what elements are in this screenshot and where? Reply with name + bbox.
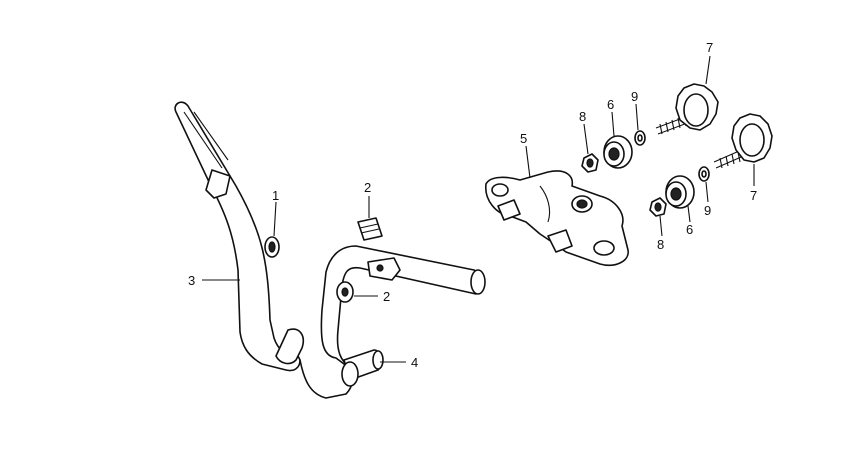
callout-5: 5	[520, 131, 527, 146]
handlebar	[174, 101, 486, 399]
plug-2-lower	[336, 281, 354, 303]
callout-6-lower: 6	[686, 222, 693, 237]
leader-lines	[202, 55, 755, 363]
callout-9-lower: 9	[704, 203, 711, 218]
nut-8-upper	[581, 153, 599, 173]
callout-2-upper: 2	[364, 180, 371, 195]
handlebar-holder	[485, 170, 629, 266]
callout-8-upper: 8	[579, 109, 586, 124]
callouts: 1 2 2 3 4 5 8 6 9 7 7 9 6 8	[188, 40, 757, 370]
nut-8-lower	[649, 197, 667, 217]
callout-8-lower: 8	[657, 237, 664, 252]
callout-2-lower: 2	[383, 289, 390, 304]
plug-2-upper	[357, 217, 383, 241]
knob-bolt-lower	[713, 113, 773, 169]
callout-4: 4	[411, 355, 418, 370]
callout-9-upper: 9	[631, 89, 638, 104]
grommet-1	[264, 236, 280, 258]
bushing-6-upper	[603, 135, 633, 169]
callout-7-upper: 7	[706, 40, 713, 55]
callout-3: 3	[188, 273, 195, 288]
callout-7-lower: 7	[750, 188, 757, 203]
bushing-6-lower	[665, 175, 695, 209]
callout-6-upper: 6	[607, 97, 614, 112]
washer-9-upper	[634, 130, 646, 146]
washer-9-lower	[698, 166, 710, 182]
knob-bolt-upper	[655, 83, 719, 135]
callout-1: 1	[272, 188, 279, 203]
